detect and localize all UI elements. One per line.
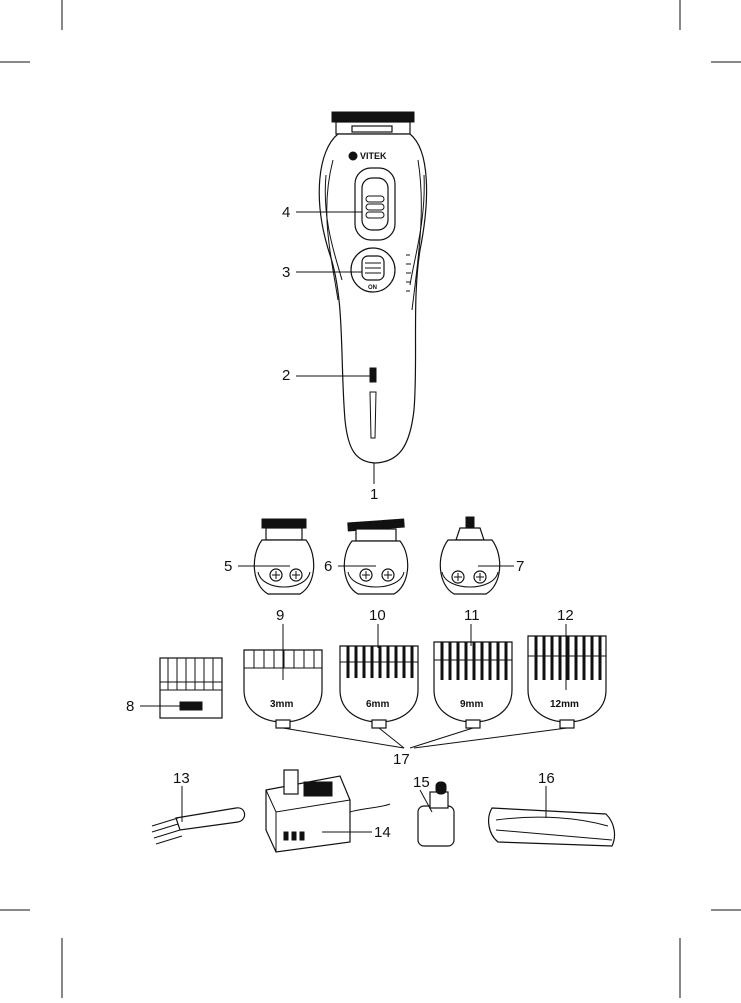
head-6 [344,519,407,594]
brand-logo-text: VITEK [360,151,387,161]
callout-5: 5 [224,558,232,575]
comb-12mm-label: 12mm [550,699,579,710]
callout-9: 9 [276,607,284,624]
callout-7: 7 [516,558,524,575]
cleaning-brush [152,808,245,844]
storage-pouch [489,808,615,846]
callout-10: 10 [369,607,386,624]
switch-on-label: ON [368,285,377,291]
callout-13: 13 [173,770,190,787]
comb-small [160,658,222,718]
callout-6: 6 [324,558,332,575]
power-adapter [266,770,390,852]
vitek-logo-icon [349,152,357,160]
callout-17-lines [283,728,567,748]
callout-2: 2 [282,367,290,384]
head-7 [440,517,499,594]
comb-9mm-label: 9mm [460,699,483,710]
callout-14: 14 [374,824,391,841]
callout-1: 1 [370,486,378,503]
trimmer-body: VITEK ON [319,112,426,463]
callout-4: 4 [282,204,290,221]
comb-9mm: 9mm [434,642,512,728]
callout-16: 16 [538,770,555,787]
callout-3: 3 [282,264,290,281]
charge-indicator [370,368,376,382]
comb-12mm: 12mm [528,636,606,728]
callout-8: 8 [126,698,134,715]
comb-6mm: 6mm [340,646,418,728]
oil-bottle [418,782,454,846]
head-5 [254,519,313,594]
callout-17: 17 [393,751,410,768]
callout-15: 15 [413,774,430,791]
comb-6mm-label: 6mm [366,699,389,710]
comb-3mm-label: 3mm [270,699,293,710]
callout-12: 12 [557,607,574,624]
callout-11: 11 [464,607,480,624]
